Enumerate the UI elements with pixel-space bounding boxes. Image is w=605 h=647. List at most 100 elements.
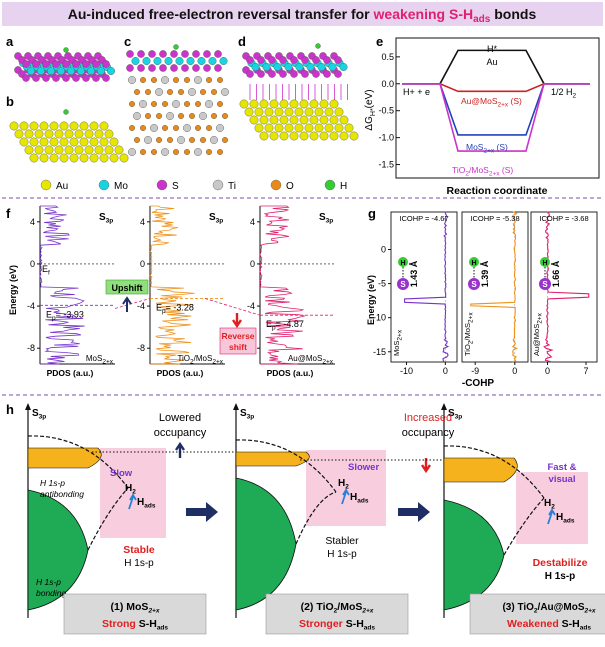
mos2-atom-s-bottom: [192, 64, 200, 72]
legend-label-o: O: [286, 181, 294, 192]
au-atom: [334, 123, 344, 133]
mos2-atom-mo: [142, 57, 151, 66]
au-atom: [109, 137, 119, 147]
au-atom: [19, 137, 29, 147]
tick-label: -5: [378, 279, 386, 289]
tick-label: 0: [250, 259, 255, 269]
au-atom: [79, 137, 89, 147]
o-atom: [161, 100, 168, 107]
mos2-atom-s-bottom: [137, 64, 145, 72]
mos2-atom-mo: [27, 66, 36, 75]
axis-arrow: [233, 403, 239, 410]
au-legend-dot: [40, 179, 52, 191]
legend-label-s: S: [172, 181, 179, 192]
au-atom: [294, 107, 304, 117]
cohp-curve: [470, 211, 518, 363]
ti-legend-dot: [212, 179, 224, 191]
o-atom: [155, 112, 162, 119]
mos2-atom-s-top: [268, 56, 276, 64]
caption-bg: [469, 593, 605, 635]
au-atom: [264, 123, 274, 133]
shift-line: [204, 298, 261, 316]
mos2-atom-mo: [273, 63, 282, 72]
panel-e-frame: [395, 37, 600, 179]
o-atom: [221, 136, 228, 143]
o-atom: [133, 88, 140, 95]
bond-length: 1.39 Å: [480, 260, 490, 287]
o-atom: [210, 112, 217, 119]
stable-sub: H 1s-p: [124, 558, 154, 569]
au-atom: [89, 137, 99, 147]
mos2-atom-s-top: [32, 60, 40, 68]
mos2-atom-s-top: [148, 50, 156, 58]
antibonding-text-2: antibonding: [40, 489, 84, 499]
tick-label: 4: [140, 217, 145, 227]
bonding-text-1: H 1s-p: [36, 577, 61, 587]
h-legend-dot: [324, 179, 336, 191]
o-atom: [177, 112, 184, 119]
dashed-curve-bottom: [295, 491, 337, 545]
mos2-atom-mo: [197, 57, 206, 66]
o-atom: [144, 112, 151, 119]
mos2-atom-s-top: [42, 60, 50, 68]
hads-label: Hads: [137, 497, 156, 510]
structure-c-tio2-mos2: [126, 44, 229, 156]
structure-d-au-mos2: [239, 43, 359, 141]
au-atom: [279, 131, 289, 141]
panel-label-c: c: [124, 34, 131, 49]
system-label: MoS2+x: [392, 329, 404, 356]
tick-label: -0.5: [378, 106, 394, 116]
tick-label: 0: [381, 245, 386, 255]
system-label: Au@MoS2+x: [532, 312, 544, 356]
o-atom: [172, 148, 179, 155]
au-atom: [269, 115, 279, 125]
mos2-atom-s-bottom: [301, 70, 309, 78]
au-atom: [59, 153, 69, 163]
upshift-box: [105, 279, 149, 295]
ti-atom: [215, 123, 224, 132]
bonding-fill: [27, 489, 89, 611]
au-atom: [34, 129, 44, 139]
lowered-arrow: [175, 441, 185, 458]
au-atom: [279, 115, 289, 125]
au-atom: [284, 107, 294, 117]
au-atom: [259, 131, 269, 141]
antibonding-fill: [27, 447, 102, 469]
mo-legend-dot: [98, 179, 110, 191]
au-atom: [314, 107, 324, 117]
mos2-atom-s-bottom: [22, 74, 30, 82]
label-au-mos2: Au@MoS2+x (S): [461, 96, 522, 109]
au-atom: [59, 121, 69, 131]
curve-0: [402, 49, 590, 85]
icohp-label: ICOHP = -4.67: [399, 214, 448, 223]
au-atom: [304, 123, 314, 133]
box3-line1: (3) TiO2/Au@MoS2+x: [502, 602, 595, 615]
au-atom: [319, 115, 329, 125]
pdos-curve: [39, 205, 85, 365]
mos2-atom-s-top: [52, 60, 60, 68]
au-atom: [249, 115, 259, 125]
o-atom: [172, 124, 179, 131]
h-atom-label: H: [471, 260, 476, 267]
ti-atom: [127, 75, 136, 84]
tick-label: 0: [30, 259, 35, 269]
bond-length: 1.43 Å: [409, 260, 419, 287]
mos2-atom-s-top: [323, 56, 331, 64]
tick-label: 0.5: [381, 52, 394, 62]
o-atom: [139, 76, 146, 83]
mos2-atom-s-bottom: [42, 74, 50, 82]
au-atom: [259, 99, 269, 109]
o-atom: [199, 88, 206, 95]
ep-label: Ep= -4.87: [266, 319, 304, 332]
box2-line1: (2) TiO2/MoS2+x: [301, 601, 374, 615]
mos2-atom-mo: [328, 63, 337, 72]
system-label: MoS2+x: [86, 354, 114, 366]
au-atom: [259, 115, 269, 125]
mos2-atom-s-bottom: [32, 74, 40, 82]
panel-g-xlabel: -COHP: [462, 378, 495, 389]
mos2-atom-s-top: [214, 50, 222, 58]
